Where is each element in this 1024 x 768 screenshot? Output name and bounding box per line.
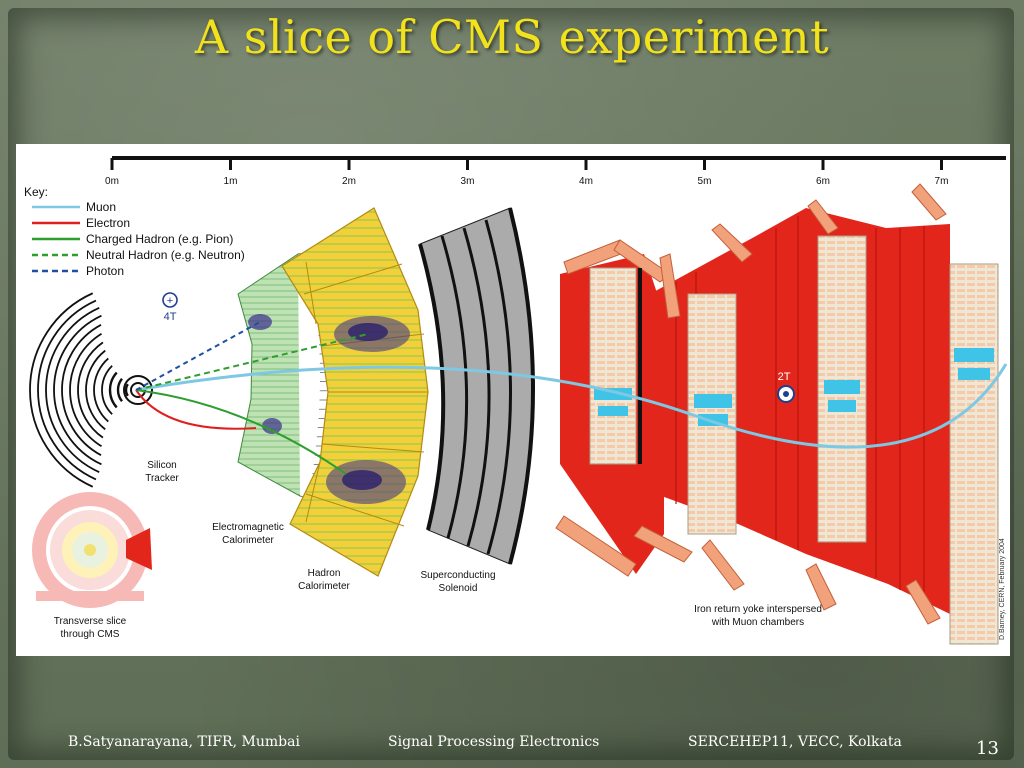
scale-tick-label: 6m bbox=[816, 176, 830, 187]
key-label: Neutral Hadron (e.g. Neutron) bbox=[86, 248, 245, 262]
scale-tick-label: 3m bbox=[461, 176, 475, 187]
scale-tick-label: 1m bbox=[224, 176, 238, 187]
silicon-tracker-outer bbox=[237, 251, 331, 501]
footer-event: SERCEHEP11, VECC, Kolkata bbox=[688, 734, 902, 750]
em-shower-top bbox=[248, 314, 272, 330]
key-label: Muon bbox=[86, 200, 116, 214]
scale-tick-label: 0m bbox=[105, 176, 119, 187]
scale-tick-label: 5m bbox=[698, 176, 712, 187]
tracker-layers bbox=[29, 292, 153, 488]
scale-tick-label: 2m bbox=[342, 176, 356, 187]
slide-title: A slice of CMS experiment bbox=[194, 10, 830, 64]
transverse-slice-inset bbox=[32, 492, 152, 608]
field-2t-label: 2T bbox=[778, 371, 791, 383]
key-label: Electron bbox=[86, 216, 130, 230]
credit-text: D.Barney, CERN, February 2004 bbox=[999, 538, 1006, 640]
footer-author: B.Satyanarayana, TIFR, Mumbai bbox=[68, 734, 300, 750]
svg-text:+: + bbox=[167, 295, 173, 307]
superconducting-solenoid bbox=[418, 207, 535, 565]
field-4t-label: 4T bbox=[164, 311, 177, 323]
magnetic-field-2t-icon bbox=[777, 385, 795, 403]
scale-tick-label: 4m bbox=[579, 176, 593, 187]
footer-topic: Signal Processing Electronics bbox=[388, 734, 600, 750]
hadron-shower-top bbox=[334, 316, 410, 352]
key-title: Key: bbox=[24, 185, 48, 199]
key-label: Charged Hadron (e.g. Pion) bbox=[86, 232, 233, 246]
hadron-shower-bottom bbox=[326, 460, 406, 504]
em-shower-bottom bbox=[262, 418, 282, 434]
scale-ticks: 0m 1m 2m 3m 4m 5m 6m 7m bbox=[105, 158, 948, 187]
electron-track bbox=[135, 389, 257, 430]
particle-tracks bbox=[135, 321, 1008, 475]
muon-chambers bbox=[589, 235, 999, 645]
muon-track bbox=[135, 363, 1008, 449]
magnetic-field-4t-icon: + bbox=[162, 292, 178, 308]
photon-track bbox=[135, 321, 261, 391]
page-number: 13 bbox=[976, 738, 999, 759]
cms-slice-svg: 0m 1m 2m 3m 4m 5m 6m 7m Key: MuonElectronCharge… bbox=[24, 156, 1008, 645]
key-label: Photon bbox=[86, 264, 124, 278]
charged-hadron-track bbox=[135, 389, 347, 475]
scale-tick-label: 7m bbox=[935, 176, 949, 187]
